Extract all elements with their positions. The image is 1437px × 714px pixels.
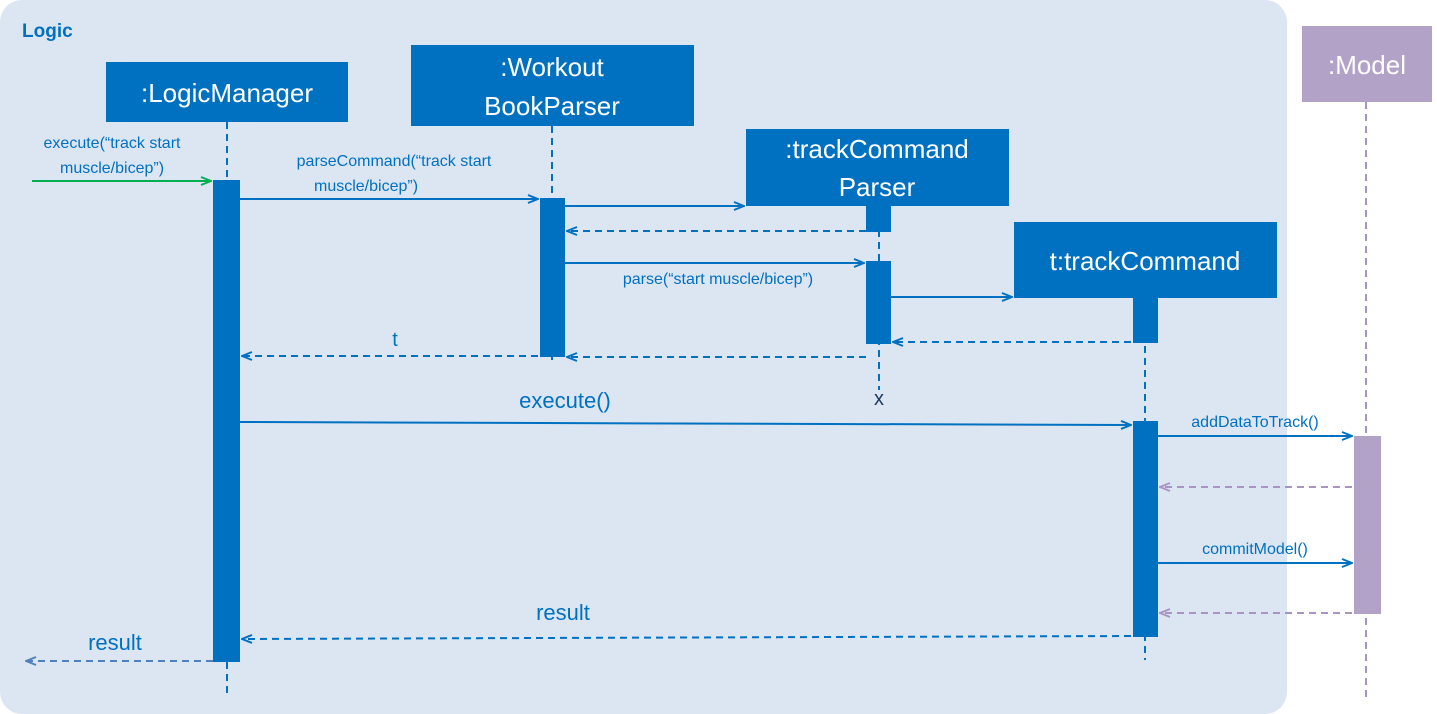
activation-model: [1354, 436, 1381, 614]
destroy-mark: x: [874, 388, 884, 410]
svg-text::trackCommand: :trackCommand: [785, 134, 969, 164]
message-label-parse: parse(“start muscle/bicep”): [623, 271, 813, 288]
return-label-result-inner: result: [536, 600, 590, 625]
return-label-t: t: [392, 329, 398, 351]
svg-text:BookParser: BookParser: [484, 91, 620, 121]
svg-text:t:trackCommand: t:trackCommand: [1050, 246, 1241, 276]
participant-logic-manager: :LogicManager: [106, 62, 348, 122]
return-label-result-out: result: [88, 630, 142, 655]
participant-model: :Model: [1302, 26, 1432, 102]
activation-track-command-parser-create: [866, 204, 891, 232]
participant-track-command-parser: :trackCommand Parser: [746, 129, 1009, 206]
message-label-add-data: addDataToTrack(): [1191, 414, 1318, 431]
activation-logic-manager: [213, 180, 240, 662]
participant-workout-book-parser: :Workout BookParser: [411, 45, 694, 126]
message-label-parse-command-2: muscle/bicep”): [314, 178, 418, 195]
svg-text:Parser: Parser: [839, 172, 916, 202]
activation-workout-book-parser: [540, 198, 565, 357]
svg-text::Model: :Model: [1328, 50, 1406, 80]
svg-text::Workout: :Workout: [500, 52, 604, 82]
message-label-execute-in-2: muscle/bicep”): [60, 160, 164, 177]
logic-frame-label: Logic: [22, 21, 73, 42]
message-label-execute-in: execute(“track start: [44, 135, 181, 152]
message-label-parse-command: parseCommand(“track start: [297, 153, 492, 170]
return-arrow-result-inner: [242, 636, 1132, 639]
participant-track-command: t:trackCommand: [1014, 222, 1277, 298]
activation-track-command-parser-parse: [866, 261, 891, 344]
message-label-execute: execute(): [519, 388, 611, 413]
svg-text::LogicManager: :LogicManager: [141, 78, 313, 108]
message-arrow-execute: [239, 422, 1131, 425]
message-label-commit-model: commitModel(): [1202, 541, 1308, 558]
activation-track-command-create: [1133, 296, 1158, 343]
activation-track-command-execute: [1133, 421, 1158, 637]
